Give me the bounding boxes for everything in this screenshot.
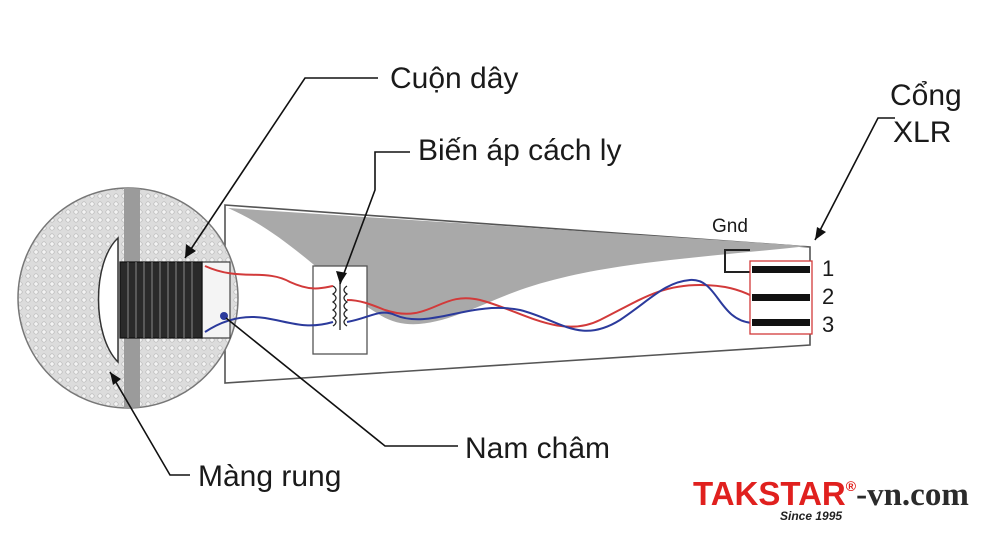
mic-internal-shape bbox=[228, 208, 808, 325]
diaphragm-shape bbox=[97, 236, 119, 364]
brand-part1: TAKSTAR bbox=[693, 475, 846, 512]
port-label-line2: XLR bbox=[893, 116, 951, 149]
pin-3-label: 3 bbox=[822, 312, 834, 337]
coil-leader-line bbox=[184, 77, 378, 259]
xlr-pin-2-bar bbox=[752, 294, 810, 301]
xlr-pin-3-bar bbox=[752, 319, 810, 326]
brand-tagline: Since 1995 bbox=[780, 509, 842, 523]
coil-shape bbox=[119, 261, 203, 339]
transformer-windings bbox=[331, 282, 349, 330]
brand-part2: -vn.com bbox=[856, 477, 969, 513]
gnd-wire bbox=[724, 249, 750, 273]
diaphragm-arrowhead bbox=[110, 372, 121, 385]
brand-mark: ® bbox=[846, 478, 857, 494]
coil-arrowhead bbox=[185, 244, 196, 258]
diaphragm-leader-line bbox=[109, 371, 190, 476]
pin-1-label: 1 bbox=[822, 256, 834, 281]
pin-2-label: 2 bbox=[822, 284, 834, 309]
brand-watermark: TAKSTAR®-vn.com bbox=[693, 475, 969, 513]
blue-wire bbox=[204, 278, 753, 333]
port-arrowhead bbox=[815, 227, 826, 240]
port-label-line1: Cổng bbox=[890, 79, 962, 112]
gnd-label: Gnd bbox=[712, 216, 748, 237]
transformer-leader-line bbox=[339, 151, 410, 285]
magnet-label: Nam châm bbox=[465, 432, 610, 465]
coil-label: Cuộn dây bbox=[390, 62, 518, 95]
xlr-pin-1-bar bbox=[752, 266, 810, 273]
transformer-arrowhead bbox=[336, 271, 347, 284]
transformer-label: Biến áp cách ly bbox=[418, 134, 621, 167]
diaphragm-label: Màng rung bbox=[198, 460, 341, 493]
magnet-leader-line bbox=[225, 317, 458, 447]
coil-windings bbox=[127, 262, 193, 338]
red-wire bbox=[204, 265, 753, 328]
port-leader-line bbox=[814, 117, 895, 241]
